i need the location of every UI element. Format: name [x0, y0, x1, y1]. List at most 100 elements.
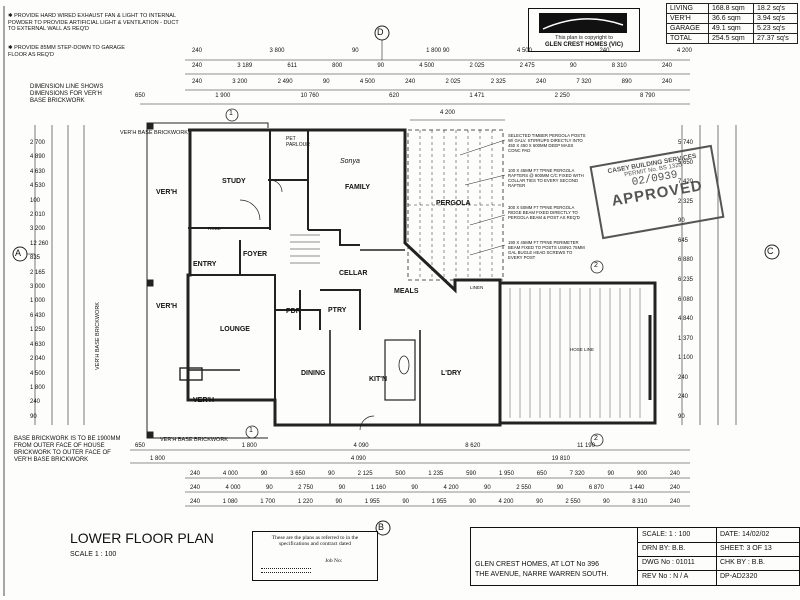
label-linen: LINEN — [470, 285, 484, 290]
house-outer-wall — [186, 128, 502, 427]
room-laundry: L'DRY — [441, 370, 462, 377]
grid-marker-2 — [590, 260, 604, 274]
note-stepdown: ✱ Provide 85mm step-down to garage floor… — [8, 45, 125, 58]
room-meals: MEALS — [394, 288, 419, 295]
tb-row: DRN BY: B.B. SHEET: 3 OF 13 — [638, 542, 800, 557]
tb-row: SCALE: 1 : 100 DATE: 14/02/02 — [638, 528, 800, 543]
room-family: FAMILY — [345, 184, 371, 191]
title-block: GLEN CREST HOMES, AT LOT No 396 THE AVEN… — [470, 527, 800, 586]
grid-marker-1 — [225, 108, 239, 122]
internal-walls-middle — [188, 240, 361, 425]
room-kitchen: KIT'N — [369, 376, 387, 383]
stairs — [290, 234, 320, 264]
grid-marker-b — [375, 520, 391, 536]
logo-swoosh-icon — [542, 18, 624, 30]
contract-job: Job No: — [325, 558, 343, 564]
tb-dp-number: DP-AD2320 — [720, 573, 758, 580]
pergola-rafters — [408, 130, 503, 280]
room-foyer: FOYER — [243, 251, 268, 258]
fireplace — [179, 367, 203, 381]
note-pergola-beam: 190 x 45mm F7 TPINE perimeter beam fixed… — [508, 240, 585, 260]
label-verh-base-bottom: VER'H BASE BRICKWORK — [160, 437, 228, 443]
garage-floor-hatch — [509, 288, 641, 418]
room-pergola: PERGOLA — [436, 200, 471, 207]
verandah-post — [146, 431, 154, 439]
sink-icon — [398, 355, 410, 375]
note-pergola-ridge: 300 x 50mm F7 TPINE pergola ridge beam f… — [508, 205, 580, 220]
kitchen-island — [384, 339, 416, 401]
garage-walls — [498, 281, 657, 425]
tb-drawn-by: DRN BY: B.B. — [642, 545, 686, 552]
label-robe: ROBE — [208, 226, 221, 231]
room-lounge: LOUNGE — [220, 326, 250, 333]
door-swing — [269, 179, 283, 193]
copyright-line1: This plan is copyright to — [555, 35, 613, 41]
grid-label-d: D — [377, 27, 384, 37]
door-swing — [239, 199, 261, 221]
note-dimension-line: Dimension line shows dimensions for ver'… — [30, 84, 104, 104]
tb-revision: REV No : N / A — [642, 573, 689, 580]
project-address-1: GLEN CREST HOMES, AT LOT No 396 — [475, 561, 599, 568]
room-verandah-bottom: VER'H — [193, 397, 215, 404]
plan-scale: SCALE 1 : 100 — [70, 551, 117, 558]
room-pdr: PDR — [286, 308, 301, 315]
tb-drawing-number: DWG No : 01011 — [642, 559, 695, 566]
tb-row: REV No : N / A DP-AD2320 — [638, 570, 800, 584]
contract-signature-line — [261, 560, 311, 569]
handwritten-note: Sonya — [340, 158, 360, 165]
verandah-post — [146, 279, 154, 287]
label-verh-base-left: VER'H BASE BRICKWORK — [95, 302, 101, 370]
note-pergola-rafters: 100 x 45mm F7 TPINE pergola rafters @ 90… — [508, 168, 584, 188]
room-verandah-side: VER'H — [156, 303, 178, 310]
note-leaders — [459, 139, 506, 256]
asterisk-icon: ✱ — [8, 13, 13, 19]
room-verandah-left: VER'H — [156, 189, 178, 196]
tb-divider — [716, 528, 717, 585]
room-study: STUDY — [222, 178, 246, 185]
internal-walls-lower — [188, 249, 421, 425]
plan-title: LOWER FLOOR PLAN — [70, 530, 214, 546]
note-exhaust: ✱ Provide hard wired exhaust fan & light… — [8, 13, 179, 32]
grid-label-1: 1 — [249, 427, 253, 434]
verandah-base-outline — [146, 122, 269, 439]
grid-marker-c — [764, 244, 780, 260]
room-cellar: CELLAR — [339, 270, 368, 277]
tb-row: DWG No : 01011 CHK BY : B.B. — [638, 556, 800, 571]
room-pet-parlour: PET PARLOUR — [286, 136, 310, 148]
door-swing — [359, 415, 375, 431]
verandah-post — [146, 122, 154, 130]
contract-line1: These are the plans as referred to in th… — [271, 535, 359, 541]
copyright-line2: GLEN CREST HOMES (VIC) — [544, 42, 623, 48]
note-pergola-posts: Selected timber pergola posts w/ galv. s… — [508, 133, 586, 153]
copyright-block: This plan is copyright to GLEN CREST HOM… — [528, 8, 640, 52]
grid-label-b: B — [378, 522, 385, 532]
grid-label-1: 1 — [229, 110, 233, 117]
grid-label-a: A — [15, 248, 22, 258]
tb-date: DATE: 14/02/02 — [720, 531, 770, 538]
contract-line2: specifications and contract dated — [279, 541, 351, 547]
tb-scale: SCALE: 1 : 100 — [642, 531, 691, 538]
note-base-brickwork: Base brickwork is to be 1900mm from oute… — [14, 436, 121, 463]
grid-label-2: 2 — [594, 262, 598, 269]
grid-marker-1 — [245, 425, 259, 439]
room-dining: DINING — [301, 370, 326, 377]
project-address-2: THE AVENUE, NARRE WARREN SOUTH. — [475, 571, 609, 578]
contract-box: These are the plans as referred to in th… — [252, 531, 378, 581]
asterisk-icon: ✱ — [8, 45, 13, 51]
grid-label-2: 2 — [594, 435, 598, 442]
grid-label-c: C — [767, 246, 774, 256]
room-entry: ENTRY — [193, 261, 217, 268]
contract-signature-line — [261, 572, 311, 573]
room-pantry: PTRY — [328, 307, 347, 314]
label-verh-base-top: VER'H BASE BRICKWORK — [120, 130, 188, 136]
